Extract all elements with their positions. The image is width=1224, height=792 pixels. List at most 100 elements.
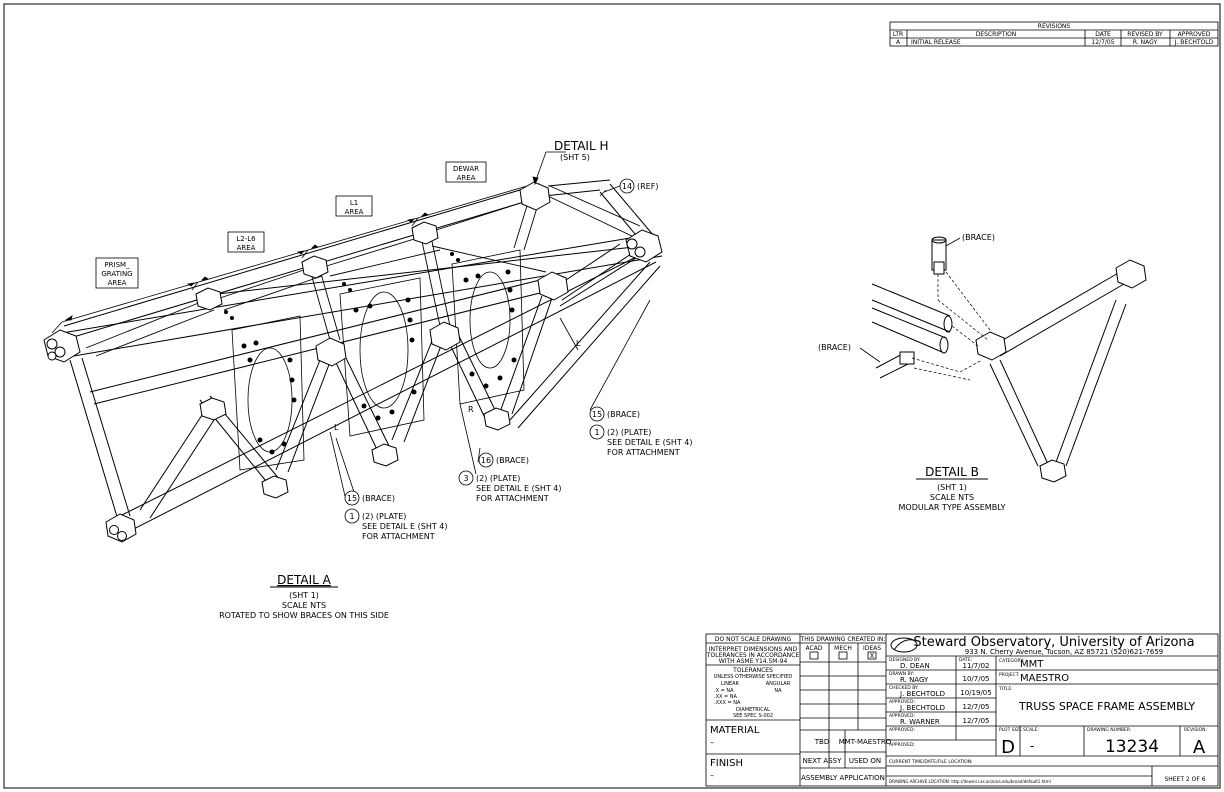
- callout-3-line1: (2) (PLATE): [476, 474, 520, 483]
- callout-leaders: [329, 185, 651, 499]
- tb-used-on-label: USED ON: [849, 757, 881, 765]
- detail-b-brace-left: (BRACE): [818, 343, 851, 352]
- tb-interpret-line3: WITH ASME Y14.5M-94: [719, 658, 788, 665]
- brace-label-l-left: L: [334, 423, 339, 432]
- brace-label-l-right: L: [576, 339, 581, 348]
- tb-interpret-line1: INTERPRET DIMENSIONS AND: [709, 646, 798, 653]
- tb-next-assy-value: MMT-MAESTRO: [839, 738, 892, 746]
- callout-1b-number: 1: [349, 512, 354, 521]
- tb-sig-name-4: R. WARNER: [900, 718, 940, 726]
- tb-current-time-label: CURRENT TIME/DATE/FILE LOCATION:: [889, 759, 973, 765]
- area-prism-line1: PRISM_: [104, 261, 130, 269]
- tb-category-value: MMT: [1020, 659, 1044, 670]
- callout-3-line3: FOR ATTACHMENT: [476, 494, 549, 503]
- callout-3-number: 3: [463, 474, 468, 483]
- detail-h-title: DETAIL H: [554, 139, 609, 153]
- tb-sig-label-4: APPROVED:: [889, 713, 915, 719]
- tb-diametrical: DIAMETRICAL: [736, 707, 770, 713]
- tb-tol-line1: .X = NA: [714, 688, 734, 694]
- tb-revision-label: REVISION:: [1184, 727, 1207, 733]
- rev-row-revised-by: R. NAGY: [1133, 39, 1158, 46]
- callout-15a-text: (BRACE): [607, 410, 640, 419]
- tb-sig-date-3: 12/7/05: [963, 703, 990, 711]
- tb-mech: MECH: [834, 645, 852, 652]
- org-logo: [890, 637, 918, 653]
- area-prism-line2: GRATING: [101, 270, 132, 278]
- tb-finish-label: FINISH: [710, 758, 743, 769]
- back-braces: [85, 185, 641, 357]
- callout-bubbles: [344, 178, 635, 524]
- rev-header-approved: APPROVED: [1178, 31, 1211, 38]
- area-dewar-line1: DEWAR: [453, 165, 479, 173]
- tb-org-address: 933 N. Cherry Avenue, Tucson, AZ 85721 (…: [965, 648, 1164, 656]
- tube-ends: [46, 238, 646, 541]
- callout-15b-text: (BRACE): [362, 494, 395, 503]
- rev-row-date: 12/7/05: [1091, 39, 1114, 46]
- tb-sig-label-5: APPROVED:: [889, 727, 915, 733]
- tb-plot-size-value: D: [1001, 737, 1015, 758]
- tb-tol-line2: .XX = NA: [714, 694, 738, 700]
- detail-a-sheet: (SHT 1): [289, 591, 319, 600]
- detail-b-brace-top: (BRACE): [962, 233, 995, 242]
- callout-1b-line3: FOR ATTACHMENT: [362, 532, 435, 541]
- callout-1a-line1: (2) (PLATE): [607, 428, 651, 437]
- tb-sig-date-0: 11/7/02: [963, 662, 990, 670]
- top-front-chord: [55, 233, 663, 359]
- tb-tbd: TBD: [814, 738, 829, 746]
- detail-h-sheet: (SHT 5): [560, 153, 590, 162]
- tb-project-label: PROJECT:: [999, 672, 1019, 678]
- tb-sig-name-0: D. DEAN: [900, 662, 930, 670]
- tb-unless: UNLESS OTHERWISE SPECIFIED: [714, 674, 793, 680]
- tb-created-in: THIS DRAWING CREATED IN:: [800, 636, 886, 643]
- callout-1a-number: 1: [594, 428, 599, 437]
- detail-b-title: DETAIL B: [925, 465, 979, 479]
- tb-scale-label: SCALE:: [1023, 727, 1039, 733]
- tb-tol-line3: .XXX = NA: [714, 700, 741, 706]
- right-end-braces: [509, 179, 661, 429]
- title-block-grid: [705, 633, 1219, 787]
- tb-ideas-checkmark: X: [870, 652, 875, 660]
- mid-chord: [89, 243, 661, 405]
- area-l2-l6-line1: L2-L6: [236, 235, 256, 243]
- tb-sig-date-1: 10/7/05: [963, 675, 990, 683]
- mounting-plates: [231, 249, 525, 471]
- revisions-table: [889, 21, 1219, 47]
- tb-sig-date-4: 12/7/05: [963, 717, 990, 725]
- tb-title-value: TRUSS SPACE FRAME ASSEMBLY: [1018, 700, 1195, 713]
- rev-row-description: INITIAL RELEASE: [911, 39, 961, 46]
- tb-revision-value: A: [1193, 737, 1206, 758]
- tb-acad: ACAD: [806, 645, 823, 652]
- rev-header-description: DESCRIPTION: [976, 31, 1017, 38]
- bottom-chord: [115, 249, 657, 535]
- tb-drawing-number-label: DRAWING NUMBER:: [1087, 727, 1131, 733]
- tb-title-label: TITLE:: [998, 686, 1013, 692]
- tb-sig-date-2: 10/19/05: [960, 689, 991, 697]
- area-dewar-line2: AREA: [457, 174, 476, 182]
- tb-ideas: IDEAS: [863, 645, 881, 652]
- detail-b-drawing: [859, 236, 1147, 483]
- tb-sig-name-3: J. BECHTOLD: [899, 704, 945, 712]
- tb-do-not-scale: DO NOT SCALE DRAWING: [715, 636, 792, 643]
- tb-angular: ANGULAR: [766, 681, 791, 687]
- tb-sheet-number: SHEET 2 OF 6: [1164, 776, 1205, 783]
- area-prism-line3: AREA: [108, 279, 127, 287]
- detail-h-leader: [532, 151, 566, 186]
- tb-sig-name-2: J. BECHTOLD: [899, 690, 945, 698]
- rev-row-ltr: A: [896, 39, 901, 46]
- tb-archive-label: DRAWING ARCHIVE LOCATION: http://dewinci…: [889, 779, 1051, 784]
- detail-a-title: DETAIL A: [277, 573, 331, 587]
- callout-1a-line3: FOR ATTACHMENT: [607, 448, 680, 457]
- tb-angular-val: NA: [774, 688, 782, 694]
- tb-assembly-application: ASSEMBLY APPLICATION: [801, 774, 885, 782]
- tb-sig-label-3: APPROVED:: [889, 699, 915, 705]
- detail-b-scale: SCALE NTS: [930, 493, 974, 502]
- callout-16-number: 16: [481, 456, 491, 465]
- tb-project-value: MAESTRO: [1020, 673, 1069, 684]
- callout-16-text: (BRACE): [496, 456, 529, 465]
- tb-see-spec: SEE SPEC S-002: [733, 713, 773, 719]
- area-l2-l6-line2: AREA: [237, 244, 256, 252]
- tb-org-name: Steward Observatory, University of Arizo…: [913, 635, 1194, 650]
- detail-a-note: ROTATED TO SHOW BRACES ON THIS SIDE: [219, 611, 389, 620]
- tb-tolerances: TOLERANCES: [732, 667, 773, 674]
